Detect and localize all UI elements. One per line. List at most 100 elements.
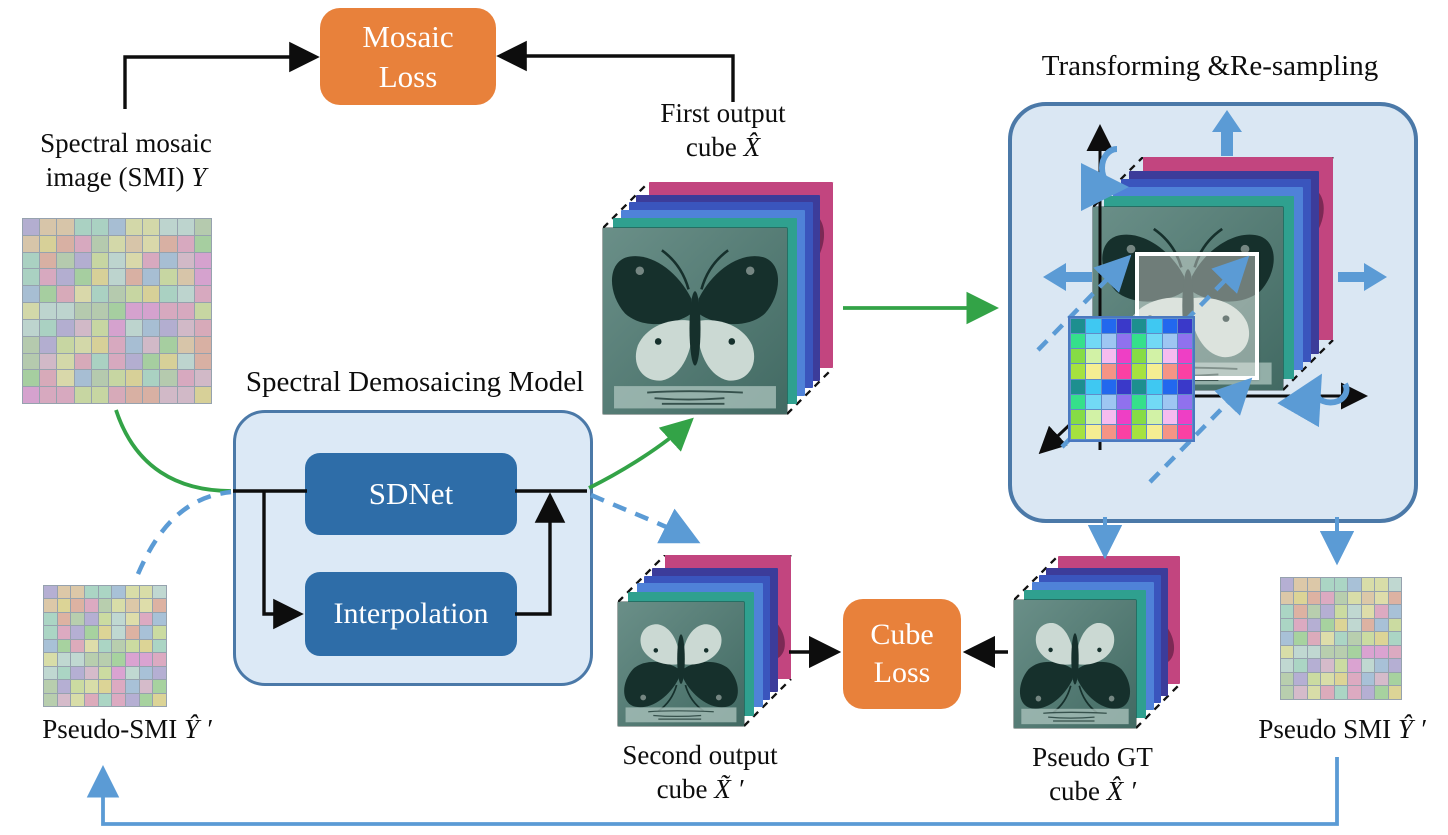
mosaic-cell: [139, 626, 153, 639]
mosaic-cell: [1334, 605, 1348, 618]
mosaic-cell: [57, 612, 71, 626]
mosaic-cell: [126, 586, 139, 599]
mosaic-cell: [126, 599, 139, 612]
mosaic-cell: [23, 235, 40, 252]
mosaic-cell: [143, 219, 160, 235]
mosaic-cell: [85, 599, 98, 612]
mosaic-cell: [112, 653, 125, 666]
sdnet-box: SDNet: [305, 453, 517, 535]
mosaic-cell: [143, 252, 160, 269]
mosaic-cell: [1375, 632, 1388, 645]
mosaic-cell: [44, 599, 57, 612]
mosaic-cell: [44, 639, 57, 653]
mosaic-cell: [139, 680, 153, 693]
mosaic-cell: [74, 235, 91, 252]
mosaic-cell: [1281, 645, 1294, 659]
mosaic-cell: [1334, 686, 1348, 699]
pseudo-smi-left-text: Pseudo-SMI: [42, 714, 185, 744]
mosaic-cell: [1294, 618, 1307, 632]
mosaic-cell: [1361, 591, 1375, 605]
mosaic-cell: [1334, 618, 1348, 632]
mosaic-cell: [71, 653, 84, 666]
mosaic-cell: [44, 586, 57, 599]
mosaic-cell: [23, 370, 40, 387]
mosaic-cell: [1116, 409, 1131, 424]
mosaic-cell: [1307, 645, 1321, 659]
mosaic-cell: [112, 666, 125, 680]
mosaic-cell: [57, 586, 71, 599]
mosaic-cell: [1334, 591, 1348, 605]
mosaic-cell: [194, 252, 211, 269]
cube-front-image: [1014, 600, 1136, 728]
mosaic-cell: [177, 336, 194, 353]
mosaic-cell: [91, 269, 108, 286]
first-cube-line1: First output: [660, 98, 786, 128]
mosaic-cell: [44, 680, 57, 693]
mosaic-cell: [40, 252, 57, 269]
mosaic-cell: [194, 269, 211, 286]
mosaic-cell: [1294, 605, 1307, 618]
mosaic-cell: [160, 235, 177, 252]
mosaic-cell: [85, 639, 98, 653]
mosaic-cell: [139, 599, 153, 612]
first-cube-math: X̂: [743, 132, 761, 162]
mosaic-cell: [91, 303, 108, 319]
mosaic-cell: [91, 286, 108, 303]
mosaic-cell: [1162, 334, 1177, 349]
mosaic-cell: [1132, 319, 1147, 334]
mosaic-cell: [126, 319, 143, 336]
mosaic-cell: [139, 586, 153, 599]
mosaic-cell: [1348, 659, 1361, 672]
mosaic-cell: [57, 653, 71, 666]
mosaic-cell: [143, 319, 160, 336]
mosaic-cell: [160, 336, 177, 353]
mosaic-cell: [57, 336, 74, 353]
mosaic-cell: [108, 336, 126, 353]
mosaic-cell: [1307, 618, 1321, 632]
mosaic-cell: [1307, 591, 1321, 605]
mosaic-cell: [98, 693, 112, 706]
mosaic-cell: [23, 319, 40, 336]
mosaic-cell: [126, 387, 143, 403]
mosaic-cell: [139, 693, 153, 706]
mosaic-cell: [40, 219, 57, 235]
mosaic-cell: [108, 252, 126, 269]
mosaic-cell: [23, 336, 40, 353]
mosaic-cell: [153, 639, 166, 653]
mosaic-cell: [1294, 632, 1307, 645]
mosaic-cell: [112, 693, 125, 706]
mosaic-cell: [112, 599, 125, 612]
mosaic-cell: [1334, 578, 1348, 591]
pseudo-smi-left-image: [43, 585, 167, 707]
mosaic-cell: [153, 599, 166, 612]
mosaic-cell: [194, 303, 211, 319]
mosaic-cell: [1086, 409, 1101, 424]
mosaic-cell: [71, 680, 84, 693]
pseudo-gt-cube-label: Pseudo GT cube X̂ ′: [975, 740, 1210, 808]
mosaic-cell: [1116, 334, 1131, 349]
mosaic-cell: [1177, 379, 1192, 394]
mosaic-cell: [1321, 645, 1334, 659]
mosaic-cell: [1375, 659, 1388, 672]
mosaic-cell: [1101, 319, 1116, 334]
mosaic-cell: [71, 693, 84, 706]
mosaic-cell: [1348, 632, 1361, 645]
mosaic-cell: [1334, 632, 1348, 645]
mosaic-cell: [177, 387, 194, 403]
mosaic-cell: [91, 387, 108, 403]
mosaic-cell: [1147, 334, 1162, 349]
mosaic-cell: [1101, 349, 1116, 364]
mosaic-cell: [57, 680, 71, 693]
mosaic-cell: [57, 387, 74, 403]
mosaic-cell: [126, 219, 143, 235]
mosaic-cell: [1162, 424, 1177, 439]
mosaic-cell: [126, 286, 143, 303]
mosaic-cell: [126, 235, 143, 252]
mosaic-cell: [1177, 394, 1192, 409]
mosaic-cell: [143, 303, 160, 319]
first-cube-line2: cube: [685, 132, 744, 162]
mosaic-cell: [1147, 424, 1162, 439]
mosaic-cell: [1116, 364, 1131, 379]
mosaic-cell: [57, 286, 74, 303]
